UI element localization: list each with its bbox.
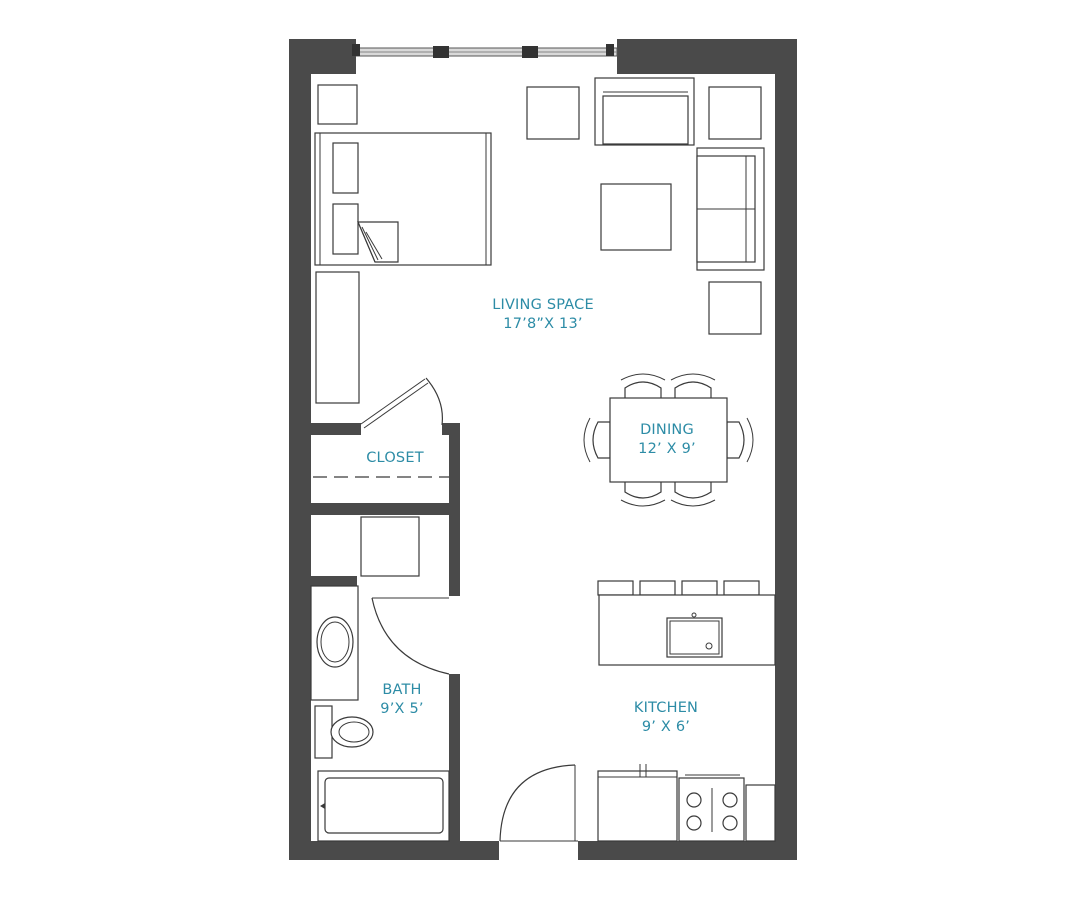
bar-stool — [597, 580, 634, 596]
side-table-left — [526, 86, 580, 140]
bath-dims: 9’X 5’ — [380, 701, 423, 717]
dresser — [315, 271, 360, 404]
dining-chair — [620, 480, 666, 507]
dining-dims: 12’ X 9’ — [638, 441, 696, 457]
pillow-bottom — [332, 203, 359, 255]
pillow-top — [332, 142, 359, 194]
wall-top-left — [289, 39, 356, 74]
dining-chair — [670, 480, 716, 507]
dining-set — [583, 373, 754, 507]
vanity — [310, 585, 359, 701]
kitchen-counter-sink — [597, 764, 678, 842]
kitchen-island — [598, 594, 776, 666]
laundry-right-wall — [449, 503, 460, 596]
bathtub — [317, 770, 450, 842]
sofa — [696, 147, 765, 271]
bath-label: BATH — [382, 682, 421, 698]
island-sink — [666, 617, 723, 658]
nightstand — [317, 84, 358, 125]
wall-bottom-left — [289, 841, 499, 860]
wall-right — [775, 39, 797, 860]
dining-chair — [620, 373, 666, 400]
armchair — [594, 77, 695, 146]
bar-stools — [597, 580, 760, 596]
coffee-table — [600, 183, 672, 251]
range-stove — [678, 774, 745, 842]
kitchen-label: KITCHEN — [634, 700, 698, 716]
closet-door — [360, 377, 444, 429]
bar-stool — [639, 580, 676, 596]
burner — [722, 815, 738, 831]
closet-bottom-wall — [311, 503, 460, 515]
dining-table — [609, 397, 728, 483]
bath-right-wall — [449, 674, 460, 841]
sink-basin — [316, 616, 354, 668]
closet-top-wall — [311, 423, 361, 435]
dining-label: DINING — [640, 422, 694, 438]
kitchen-dims: 9’ X 6’ — [642, 719, 690, 735]
bar-stool — [723, 580, 760, 596]
window — [352, 44, 618, 58]
refrigerator — [745, 784, 776, 842]
wall-top-right — [617, 39, 797, 74]
end-table — [708, 281, 762, 335]
burner — [722, 792, 738, 808]
bathroom-door — [371, 597, 450, 675]
washer-dryer — [360, 516, 420, 577]
closet-label: CLOSET — [366, 450, 424, 466]
living-space-dims: 17’8”X 13’ — [503, 316, 582, 332]
dining-chair — [583, 417, 611, 463]
burner — [686, 792, 702, 808]
living-space-label: LIVING SPACE — [492, 297, 594, 313]
bar-stool — [681, 580, 718, 596]
exterior-walls — [289, 39, 797, 860]
interior-walls — [311, 423, 460, 841]
dining-chair — [726, 417, 754, 463]
laundry-bottom-wall — [311, 576, 357, 586]
side-table-right — [708, 86, 762, 140]
wall-bottom-right — [578, 841, 797, 860]
burner — [686, 815, 702, 831]
bed — [314, 132, 492, 266]
toilet — [314, 705, 374, 759]
closet-right-wall-upper — [449, 423, 460, 505]
wall-left — [289, 39, 311, 860]
entry-door — [499, 764, 578, 842]
dining-chair — [670, 373, 716, 400]
